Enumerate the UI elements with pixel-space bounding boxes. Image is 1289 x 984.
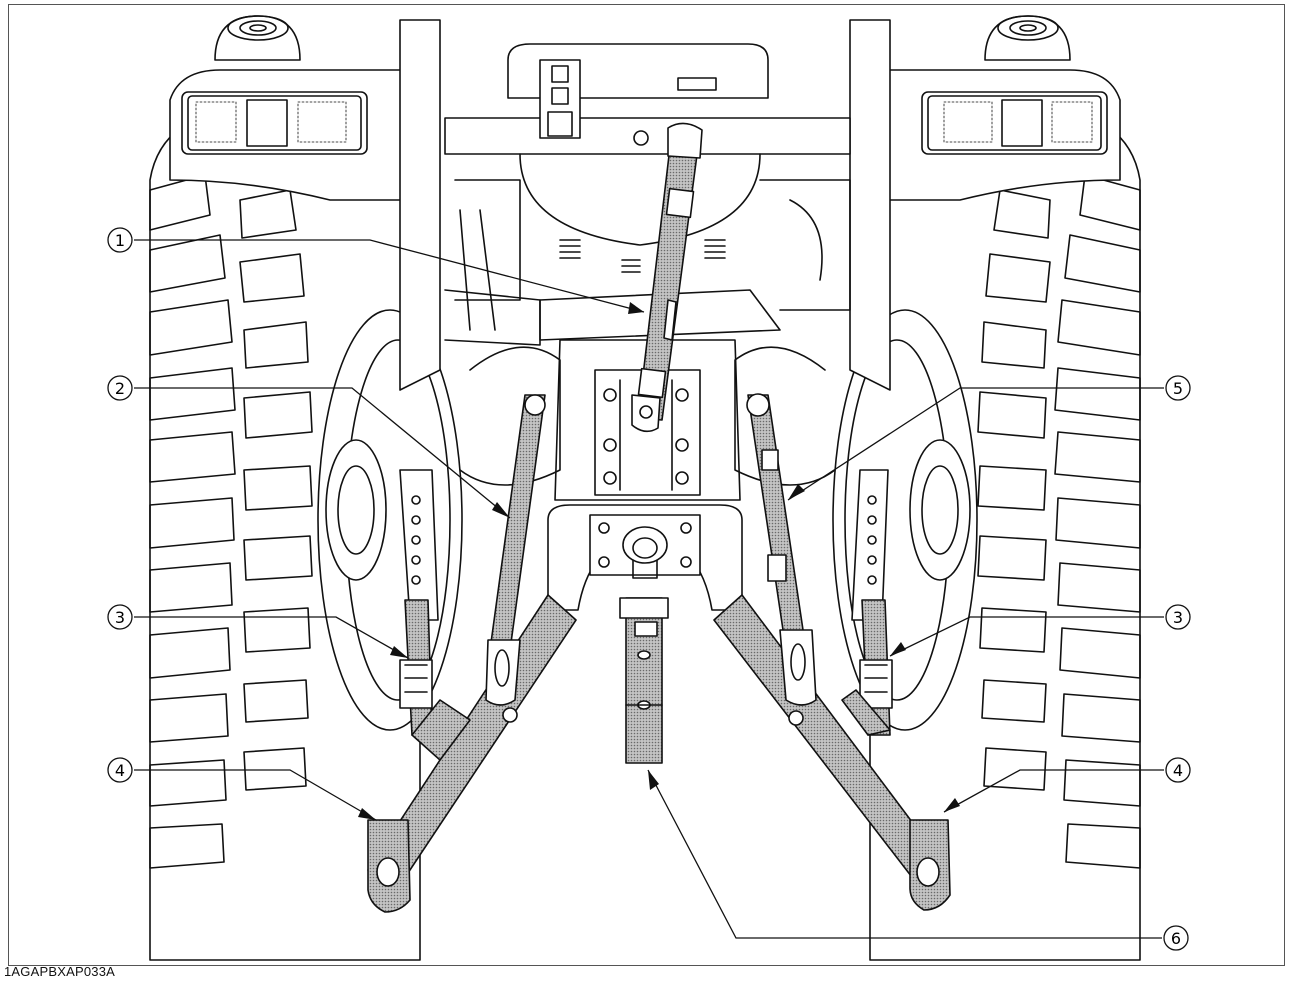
- leader-6: [647, 769, 1162, 939]
- leader-3-left: [134, 616, 409, 659]
- callout-1: 1: [107, 227, 133, 253]
- left-rops-post: [399, 19, 441, 391]
- left-lift-rod: [399, 599, 471, 761]
- left-check-link: [485, 394, 546, 723]
- leader-4-left: [134, 769, 377, 821]
- callout-4-left-label: 4: [115, 761, 125, 780]
- leader-5: [787, 387, 1164, 501]
- callout-2-label: 2: [115, 379, 125, 398]
- left-rear-tire: [149, 109, 463, 961]
- callout-3-left: 3: [107, 604, 133, 630]
- callout-3-right: 3: [1165, 604, 1191, 630]
- right-fender: [879, 15, 1121, 201]
- callout-4-right: 4: [1165, 757, 1191, 783]
- tractor-rear-body: [444, 43, 851, 611]
- right-rops-post: [849, 19, 891, 391]
- callout-4-right-label: 4: [1173, 761, 1183, 780]
- callout-5-label: 5: [1173, 379, 1183, 398]
- right-lower-link: [713, 594, 951, 911]
- drawbar: [619, 597, 669, 764]
- callout-5: 5: [1165, 375, 1191, 401]
- top-link: [631, 122, 703, 433]
- right-check-link: [746, 393, 817, 726]
- leader-3-right: [889, 616, 1164, 657]
- left-lower-link: [367, 594, 577, 913]
- callout-6: 6: [1163, 925, 1189, 951]
- callout-6-label: 6: [1171, 929, 1181, 948]
- leader-2: [134, 387, 511, 519]
- callout-1-label: 1: [115, 231, 125, 250]
- left-lift-bracket: [399, 469, 439, 621]
- callout-4-left: 4: [107, 757, 133, 783]
- leader-lines: [134, 239, 1164, 939]
- callout-3-left-label: 3: [115, 608, 125, 627]
- leader-arrowheads: [358, 302, 960, 820]
- figure-code: 1AGAPBXAP033A: [4, 964, 115, 979]
- callout-3-right-label: 3: [1173, 608, 1183, 627]
- left-fender: [169, 15, 411, 201]
- figure-frame: [8, 4, 1285, 966]
- callout-2: 2: [107, 375, 133, 401]
- right-lift-rod: [841, 599, 893, 736]
- leader-1: [134, 239, 645, 313]
- leader-4-right: [943, 769, 1164, 813]
